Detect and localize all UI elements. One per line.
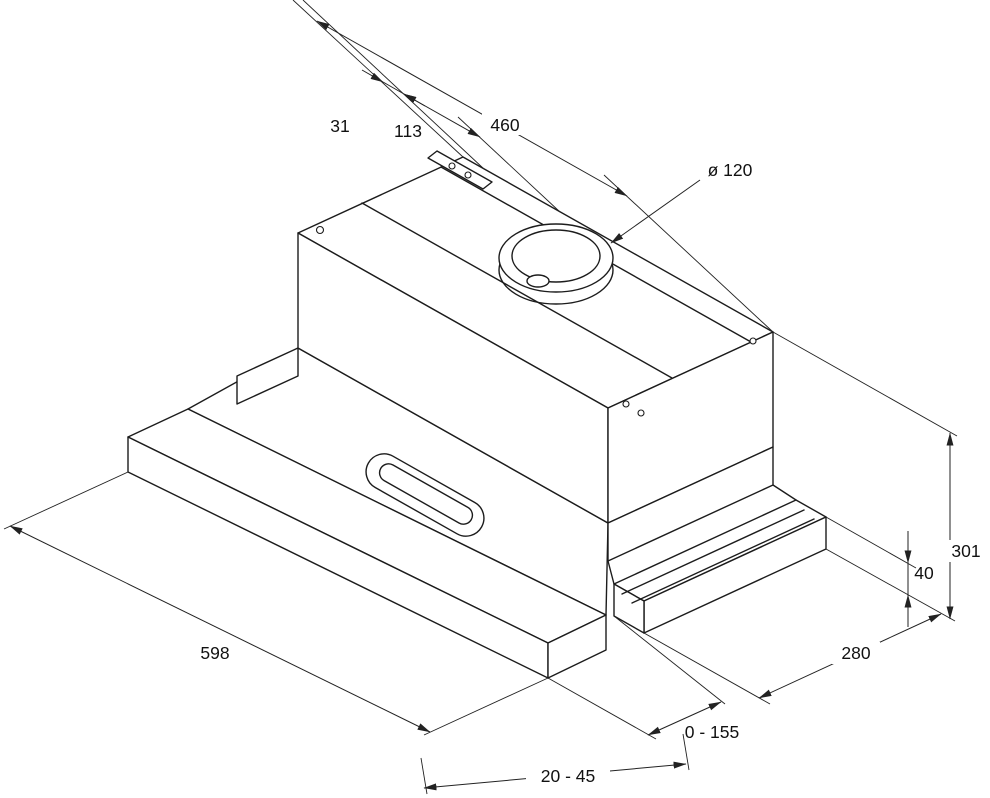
casing-left-ledge [236, 347, 299, 405]
rail-channel-line [621, 509, 805, 595]
ext-line [643, 632, 771, 705]
dim-label-460: 460 [490, 115, 519, 135]
ext-line [420, 757, 428, 795]
top-screw-hole [622, 400, 630, 408]
duct-outlet [498, 223, 614, 305]
dim-arrow-31 [403, 93, 426, 107]
duct-inner-ring [511, 229, 601, 283]
dim-label-20-45: 20 - 45 [541, 766, 595, 786]
dim-label-113: 113 [394, 121, 422, 141]
dimension-280: 280 [643, 548, 956, 705]
ext-line [825, 548, 956, 622]
dimension-duct-diameter: ø 120 [610, 160, 753, 244]
label-halo [832, 642, 880, 664]
dim-line-598 [9, 525, 431, 733]
ext-line [613, 615, 726, 705]
duct-notch [526, 274, 550, 288]
rail-connector-line [607, 560, 615, 585]
label-halo [944, 540, 988, 562]
tab-screw-hole [464, 171, 472, 179]
ext-line [772, 331, 958, 437]
dimension-598: 598 [3, 471, 549, 736]
hood-body [297, 150, 774, 562]
dimension-20-45: 20 - 45 [420, 733, 690, 795]
dim-line-31 [382, 81, 405, 95]
ledge-front-face [236, 347, 299, 405]
handle-grip-outline [378, 463, 474, 525]
dimension-460: 460 [316, 20, 628, 197]
mounting-rail [607, 484, 827, 634]
ext-line [603, 174, 774, 333]
dim-label-40: 40 [914, 563, 934, 583]
dimension-31: 31 [330, 69, 426, 136]
top-screw-hole [315, 225, 325, 235]
top-step-line-2 [361, 202, 673, 379]
dimension-0-155: 0 - 155 [547, 615, 739, 742]
dim-arrow-31 [361, 69, 384, 83]
rail-channel-line [631, 518, 815, 604]
visor-handle [365, 453, 485, 537]
dimension-40: 40 [825, 516, 934, 627]
ext-line [423, 677, 549, 736]
leader-line-duct [610, 179, 701, 244]
ext-line [302, 0, 485, 170]
ext-line [682, 733, 690, 771]
rail-connector-line [772, 484, 797, 501]
ext-line [825, 516, 917, 569]
label-halo [526, 766, 610, 788]
ext-line [547, 677, 657, 740]
bar-right-end-face [547, 614, 607, 679]
tab-screw-hole [448, 162, 456, 170]
dim-label-280: 280 [841, 643, 870, 663]
ext-line [292, 0, 464, 158]
dim-label-301: 301 [951, 541, 980, 561]
dim-label-598: 598 [200, 643, 229, 663]
top-screw-hole [749, 337, 757, 345]
dim-label-duct-diameter: ø 120 [708, 160, 753, 180]
dimension-301: 301 [772, 331, 988, 620]
dim-label-31: 31 [330, 116, 349, 136]
ext-line [3, 471, 129, 530]
dimension-113: 113 [394, 93, 481, 141]
dim-label-0-155: 0 - 155 [685, 722, 739, 742]
label-halo [482, 113, 528, 135]
top-screw-hole [637, 409, 645, 417]
handle-recess-outline [365, 453, 485, 537]
dim-line-0-155 [647, 701, 722, 736]
